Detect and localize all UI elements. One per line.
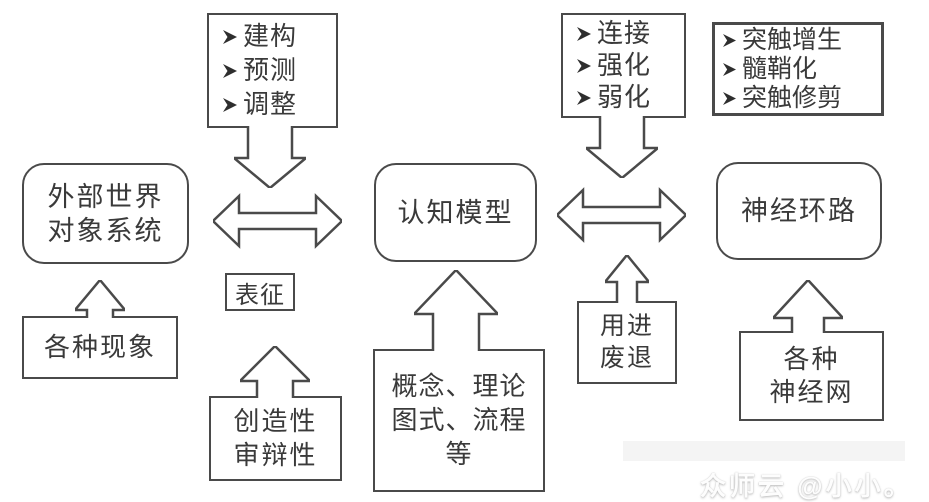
arrowhead-bullet-icon (577, 90, 591, 105)
arrowhead-bullet-icon (723, 62, 736, 76)
neural-nets-box: 各种 神经网 (739, 331, 884, 421)
node-label: 神经环路 (741, 196, 857, 226)
concepts-box: 概念、理论 图式、流程 等 (373, 349, 545, 492)
node-label-line: 图式、流程 (391, 405, 527, 435)
list-item-label: 髓鞘化 (742, 55, 818, 83)
node-label-line: 创造性 (233, 406, 318, 436)
node-label-line: 神经网 (769, 378, 854, 407)
neural-circuit-node: 神经环路 (716, 162, 882, 260)
list-item-label: 连接 (597, 18, 652, 48)
arrowhead-bullet-icon (723, 33, 736, 47)
up-block-arrow (75, 280, 125, 318)
up-block-arrow (240, 346, 310, 398)
list-item-label: 弱化 (597, 82, 652, 112)
double-headed-arrow (557, 187, 686, 243)
down-block-arrow (586, 116, 658, 178)
list-item: 调整 (223, 88, 297, 122)
arrowhead-bullet-icon (223, 63, 237, 78)
up-block-arrow (773, 280, 843, 333)
double-headed-arrow (213, 193, 342, 249)
list-item-label: 预测 (243, 55, 298, 85)
arrowhead-bullet-icon (577, 26, 591, 41)
list-item: 建构 (223, 20, 297, 54)
use-disuse-box: 用进 废退 (577, 301, 677, 384)
external-world-node: 外部世界 对象系统 (22, 163, 189, 264)
node-label-line: 审辩性 (233, 440, 318, 470)
list-item: 弱化 (577, 82, 651, 114)
node-label: 表征 (235, 282, 285, 309)
watermark-text: 众师云 @小小。 (700, 471, 913, 501)
arrowhead-bullet-icon (723, 91, 736, 105)
node-label: 认知模型 (397, 197, 514, 228)
list-item-label: 建构 (243, 21, 298, 51)
construct-list-box: 建构 预测 调整 (207, 13, 338, 128)
up-block-arrow (605, 255, 649, 303)
representation-label-box: 表征 (225, 273, 295, 311)
list-item-label: 突触修剪 (742, 84, 843, 112)
list-item-label: 强化 (597, 50, 652, 80)
connect-list-box: 连接 强化 弱化 (561, 13, 686, 118)
watermark-band (623, 441, 905, 461)
cognitive-model-node: 认知模型 (374, 163, 537, 262)
list-item: 髓鞘化 (723, 55, 817, 84)
arrowhead-bullet-icon (223, 97, 237, 112)
list-item: 突触修剪 (723, 84, 842, 113)
list-item: 强化 (577, 50, 651, 82)
arrowhead-bullet-icon (577, 58, 591, 73)
node-label-line: 对象系统 (47, 215, 164, 246)
node-label-line: 各种 (783, 345, 840, 374)
synapse-list-box: 突触增生 髓鞘化 突触修剪 (712, 22, 884, 116)
list-item-label: 突触增生 (742, 26, 843, 54)
node-label-line: 概念、理论 (391, 371, 527, 401)
node-label-line: 废退 (599, 344, 654, 372)
node-label: 各种现象 (43, 332, 156, 362)
list-item: 连接 (577, 18, 651, 50)
node-label-line: 外部世界 (47, 181, 164, 212)
down-block-arrow (234, 126, 306, 188)
arrowhead-bullet-icon (223, 29, 237, 44)
up-block-arrow (414, 270, 498, 351)
list-item: 预测 (223, 54, 297, 88)
phenomena-box: 各种现象 (22, 316, 178, 379)
list-item-label: 调整 (243, 89, 298, 119)
node-label-line: 用进 (599, 312, 654, 340)
creativity-box: 创造性 审辩性 (209, 396, 342, 481)
node-label-line: 等 (445, 439, 473, 469)
list-item: 突触增生 (723, 26, 842, 55)
